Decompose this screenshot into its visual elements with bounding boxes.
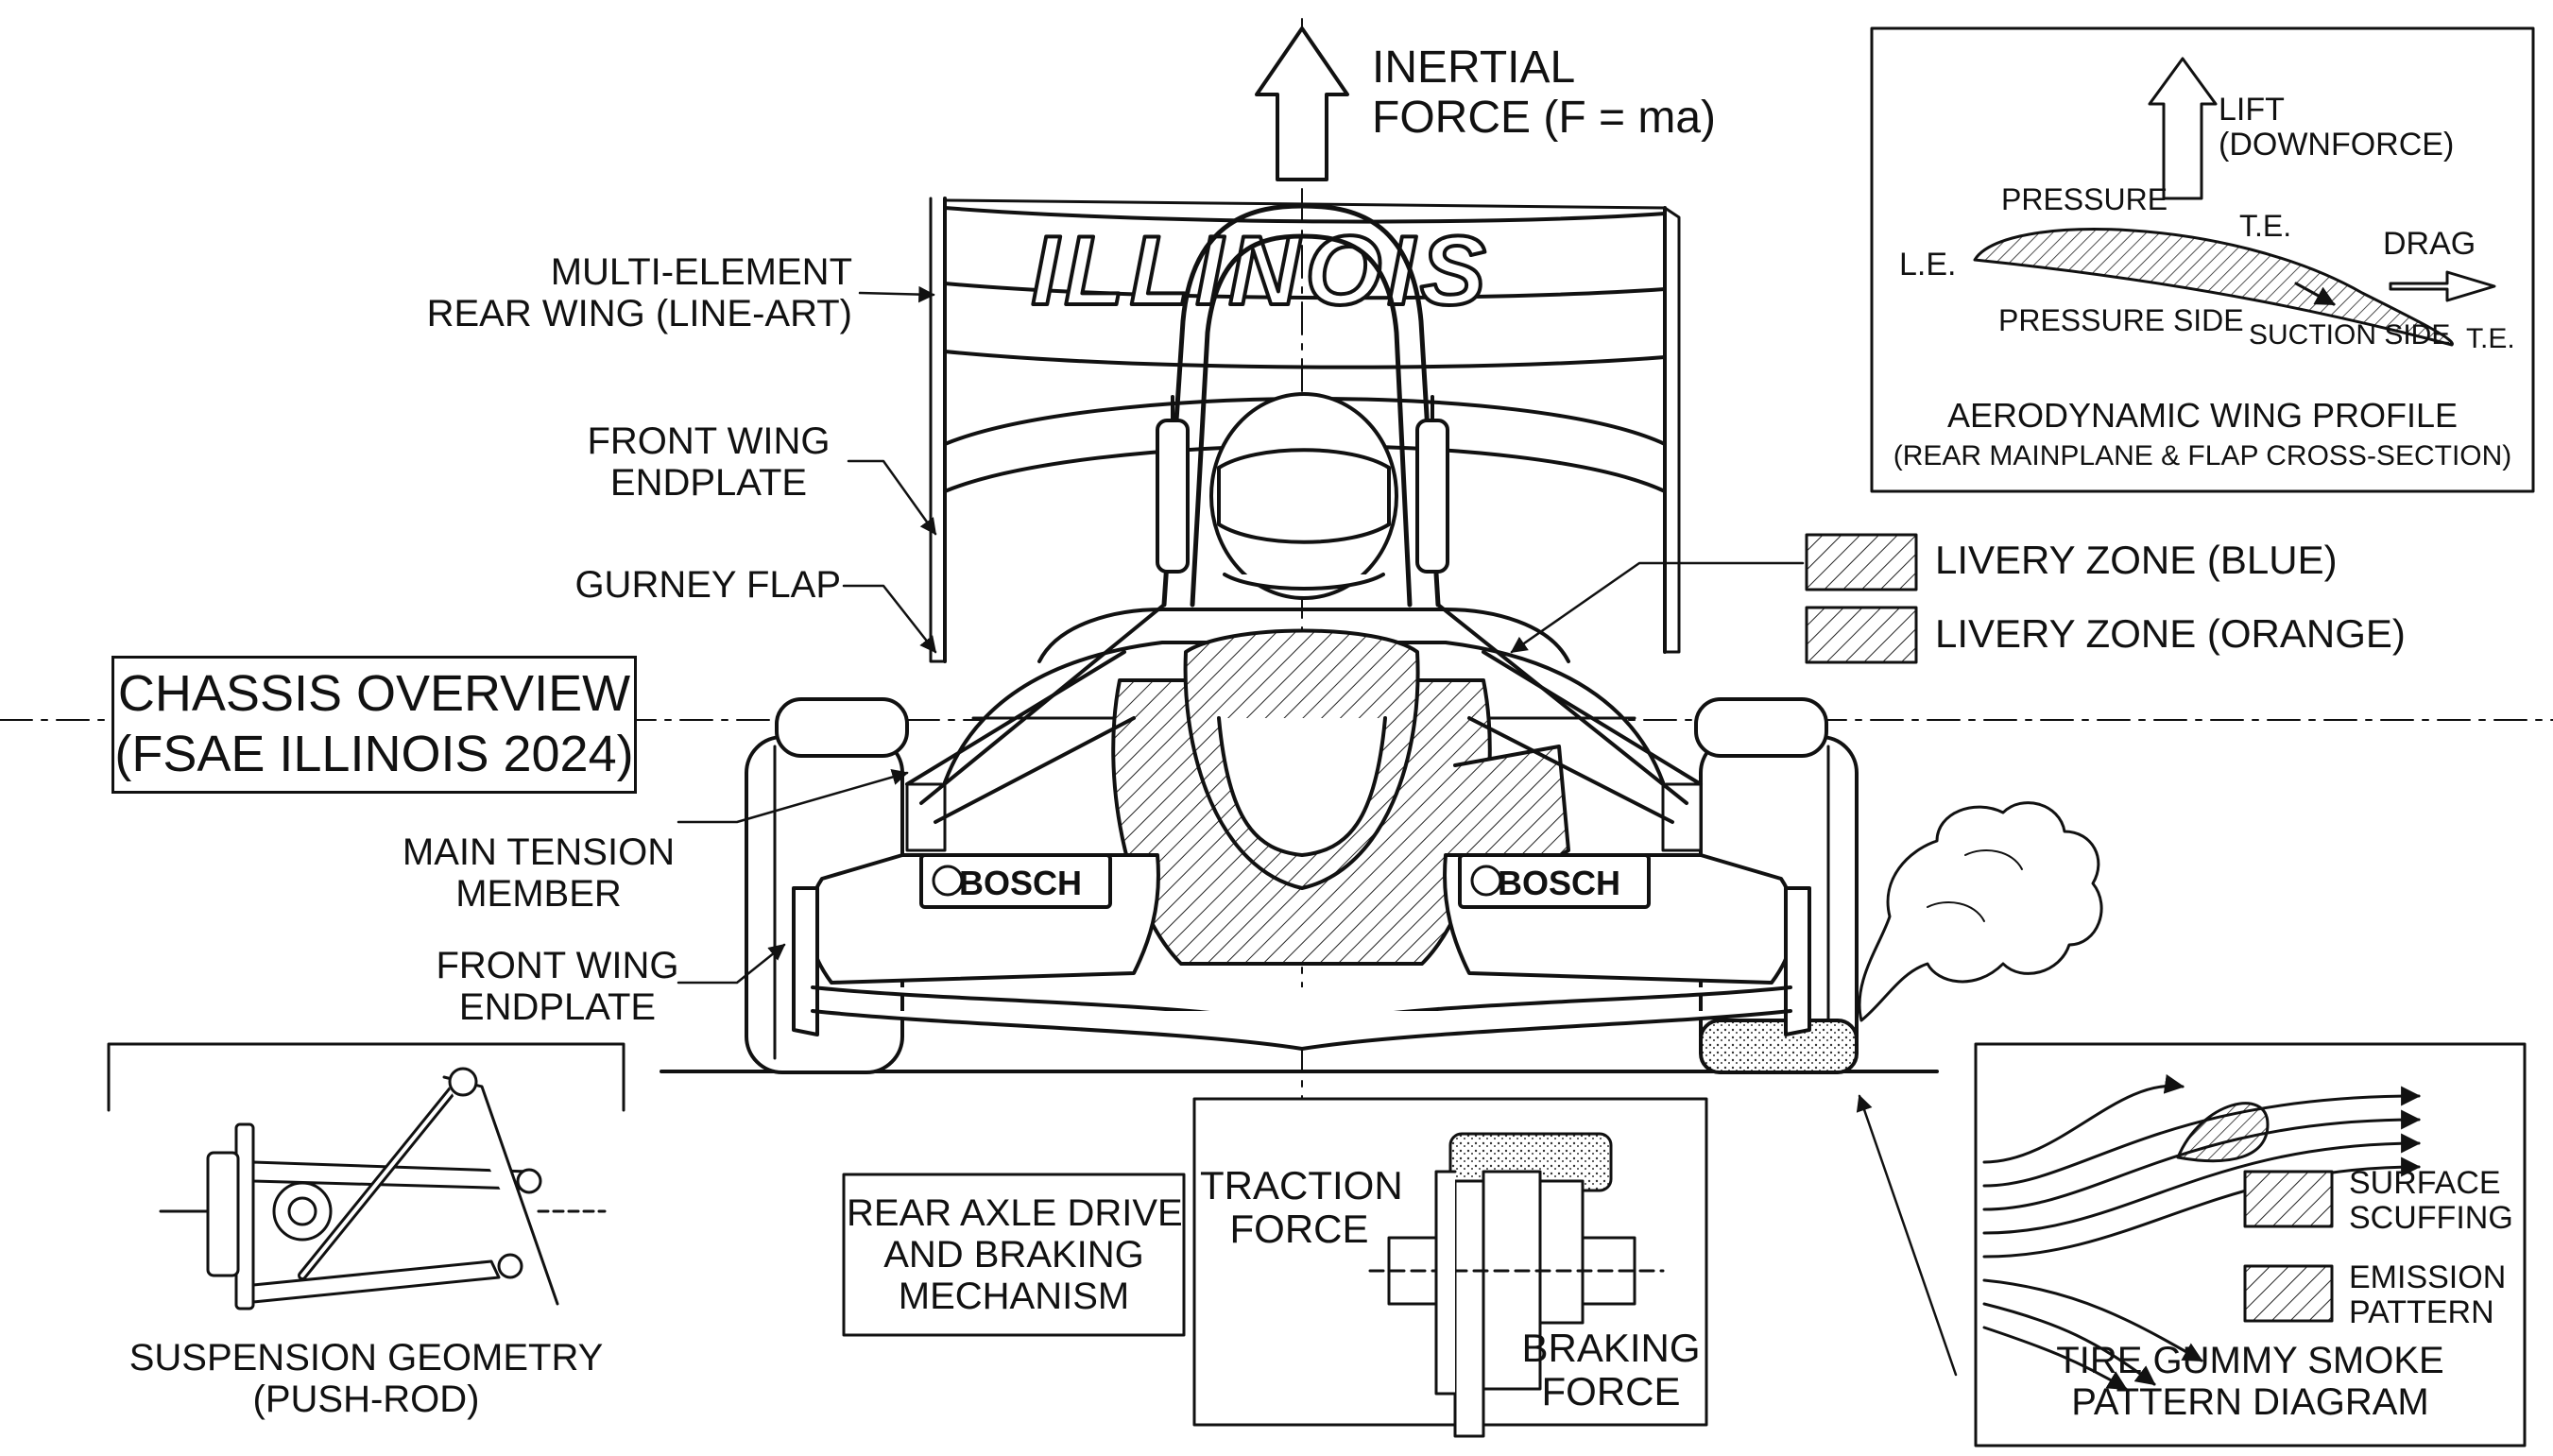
- tire-legend-swatch-emission: [2243, 1264, 2334, 1323]
- chassis-body: [905, 608, 1703, 966]
- rear-wing-callout: MULTI-ELEMENT REAR WING (LINE-ART): [416, 251, 852, 334]
- roll-hoop: [1161, 203, 1441, 608]
- rear-axle-label-line1: REAR AXLE DRIVE: [847, 1192, 1183, 1234]
- suspension-caption-line2: (PUSH-ROD): [252, 1379, 480, 1420]
- rear-axle-label-line3: MECHANISM: [898, 1276, 1130, 1317]
- inertial-force-arrow: [1255, 26, 1349, 181]
- aero-inset-title: AERODYNAMIC WING PROFILE: [1946, 396, 2459, 435]
- aero-pressure-side-label: PRESSURE SIDE: [1998, 303, 2244, 337]
- aero-drag-label: DRAG: [2383, 226, 2476, 262]
- aero-lift-label: LIFT (DOWNFORCE): [2219, 92, 2455, 163]
- suspension-inset-art: [159, 1067, 607, 1310]
- inertial-force-line1: INERTIAL: [1372, 43, 1576, 93]
- rear-wing-callout-line1: MULTI-ELEMENT: [550, 251, 852, 293]
- gurney-flap-callout: GURNEY FLAP: [574, 564, 841, 606]
- front-suspension-links: [905, 603, 1703, 824]
- aero-lift-line2: (DOWNFORCE): [2219, 127, 2455, 163]
- front-wing-endplate-upper-line2: ENDPLATE: [609, 462, 808, 504]
- main-tension-line2: MEMBER: [455, 873, 622, 915]
- braking-force-label: BRAKING FORCE: [1512, 1326, 1710, 1414]
- sponsor-logo-left: BOSCH: [959, 864, 1082, 902]
- main-tension-line1: MAIN TENSION: [402, 831, 676, 873]
- front-wing: [792, 853, 1811, 1051]
- traction-force-label: TRACTION FORCE: [1200, 1163, 1403, 1252]
- aero-le-label: L.E.: [1899, 247, 1957, 283]
- aero-inset-art: [1973, 57, 2496, 347]
- driver-helmet: [1209, 392, 1398, 600]
- title-line2: (FSAE ILLINOIS 2024): [114, 726, 634, 782]
- front-wing-endplate-upper-line1: FRONT WING: [587, 420, 831, 462]
- front-wing-endplate-lower-line1: FRONT WING: [436, 945, 679, 986]
- title-line1: CHASSIS OVERVIEW: [117, 665, 631, 722]
- tire-caption-line1: TIRE GUMMY SMOKE: [2056, 1340, 2444, 1381]
- front-wing-endplate-lower-line2: ENDPLATE: [458, 986, 657, 1028]
- tire-smoke-cloud: [1858, 801, 2103, 1022]
- aero-pressure-label: PRESSURE: [2001, 182, 2168, 216]
- front-wing-endplate-callout-upper: FRONT WING ENDPLATE: [567, 420, 850, 504]
- legend-label-orange: LIVERY ZONE (ORANGE): [1935, 611, 2406, 656]
- tire-legend-emission-label: EMISSION PATTERN: [2349, 1259, 2507, 1331]
- sponsor-logo-right: BOSCH: [1498, 864, 1620, 902]
- legend-swatch-orange: [1805, 606, 1918, 664]
- aero-lift-line1: LIFT: [2219, 92, 2285, 128]
- aero-te-top-label: T.E.: [2239, 209, 2292, 243]
- tire-inset-art: [1982, 1073, 2422, 1391]
- rear-wing: [929, 197, 1681, 663]
- tire-legend-scuffing-line1: SURFACE: [2349, 1165, 2501, 1201]
- legend-swatch-blue: [1805, 533, 1918, 591]
- aero-te-right-label: T.E.: [2466, 323, 2515, 354]
- inertial-force-line2: FORCE (F = ma): [1372, 92, 1717, 143]
- wing-livery-text: ILLINOIS: [1031, 216, 1491, 326]
- traction-force-line2: FORCE: [1229, 1207, 1369, 1252]
- tire-legend-scuffing-label: SURFACE SCUFFING: [2349, 1165, 2513, 1237]
- main-tension-callout: MAIN TENSION MEMBER: [397, 831, 680, 915]
- rear-axle-inset-art: [1368, 1132, 1665, 1438]
- tire-legend-emission-line2: PATTERN: [2349, 1294, 2494, 1331]
- braking-force-line2: FORCE: [1541, 1369, 1681, 1414]
- rear-wing-callout-line2: REAR WING (LINE-ART): [426, 293, 852, 334]
- rear-axle-label-line2: AND BRAKING: [883, 1234, 1144, 1276]
- front-wing-endplate-callout-lower: FRONT WING ENDPLATE: [416, 945, 699, 1028]
- aero-inset-subtitle: (REAR MAINPLANE & FLAP CROSS-SECTION): [1893, 440, 2512, 471]
- title-box: CHASSIS OVERVIEW (FSAE ILLINOIS 2024): [111, 656, 637, 794]
- braking-force-line1: BRAKING: [1521, 1326, 1701, 1370]
- tire-inset-caption: TIRE GUMMY SMOKE PATTERN DIAGRAM: [1979, 1340, 2521, 1423]
- rear-axle-label: REAR AXLE DRIVE AND BRAKING MECHANISM: [847, 1192, 1183, 1317]
- tire-legend-scuffing-line2: SCUFFING: [2349, 1200, 2513, 1237]
- inertial-force-label: INERTIAL FORCE (F = ma): [1372, 43, 1716, 144]
- suspension-caption-line1: SUSPENSION GEOMETRY: [129, 1337, 604, 1379]
- tire-legend-swatch-scuffing: [2243, 1170, 2334, 1228]
- tire-caption-line2: PATTERN DIAGRAM: [2071, 1381, 2429, 1423]
- suspension-caption: SUSPENSION GEOMETRY (PUSH-ROD): [109, 1337, 624, 1420]
- aero-suction-side-label: SUCTION SIDE: [2249, 319, 2451, 351]
- tire-legend-emission-line1: EMISSION: [2349, 1259, 2507, 1295]
- suspension-inset-frame: [107, 1042, 625, 1112]
- shock-absorbers: [1156, 395, 1449, 574]
- traction-force-line1: TRACTION: [1200, 1163, 1403, 1208]
- rear-axle-label-frame: [842, 1173, 1186, 1337]
- legend-label-blue: LIVERY ZONE (BLUE): [1935, 538, 2338, 582]
